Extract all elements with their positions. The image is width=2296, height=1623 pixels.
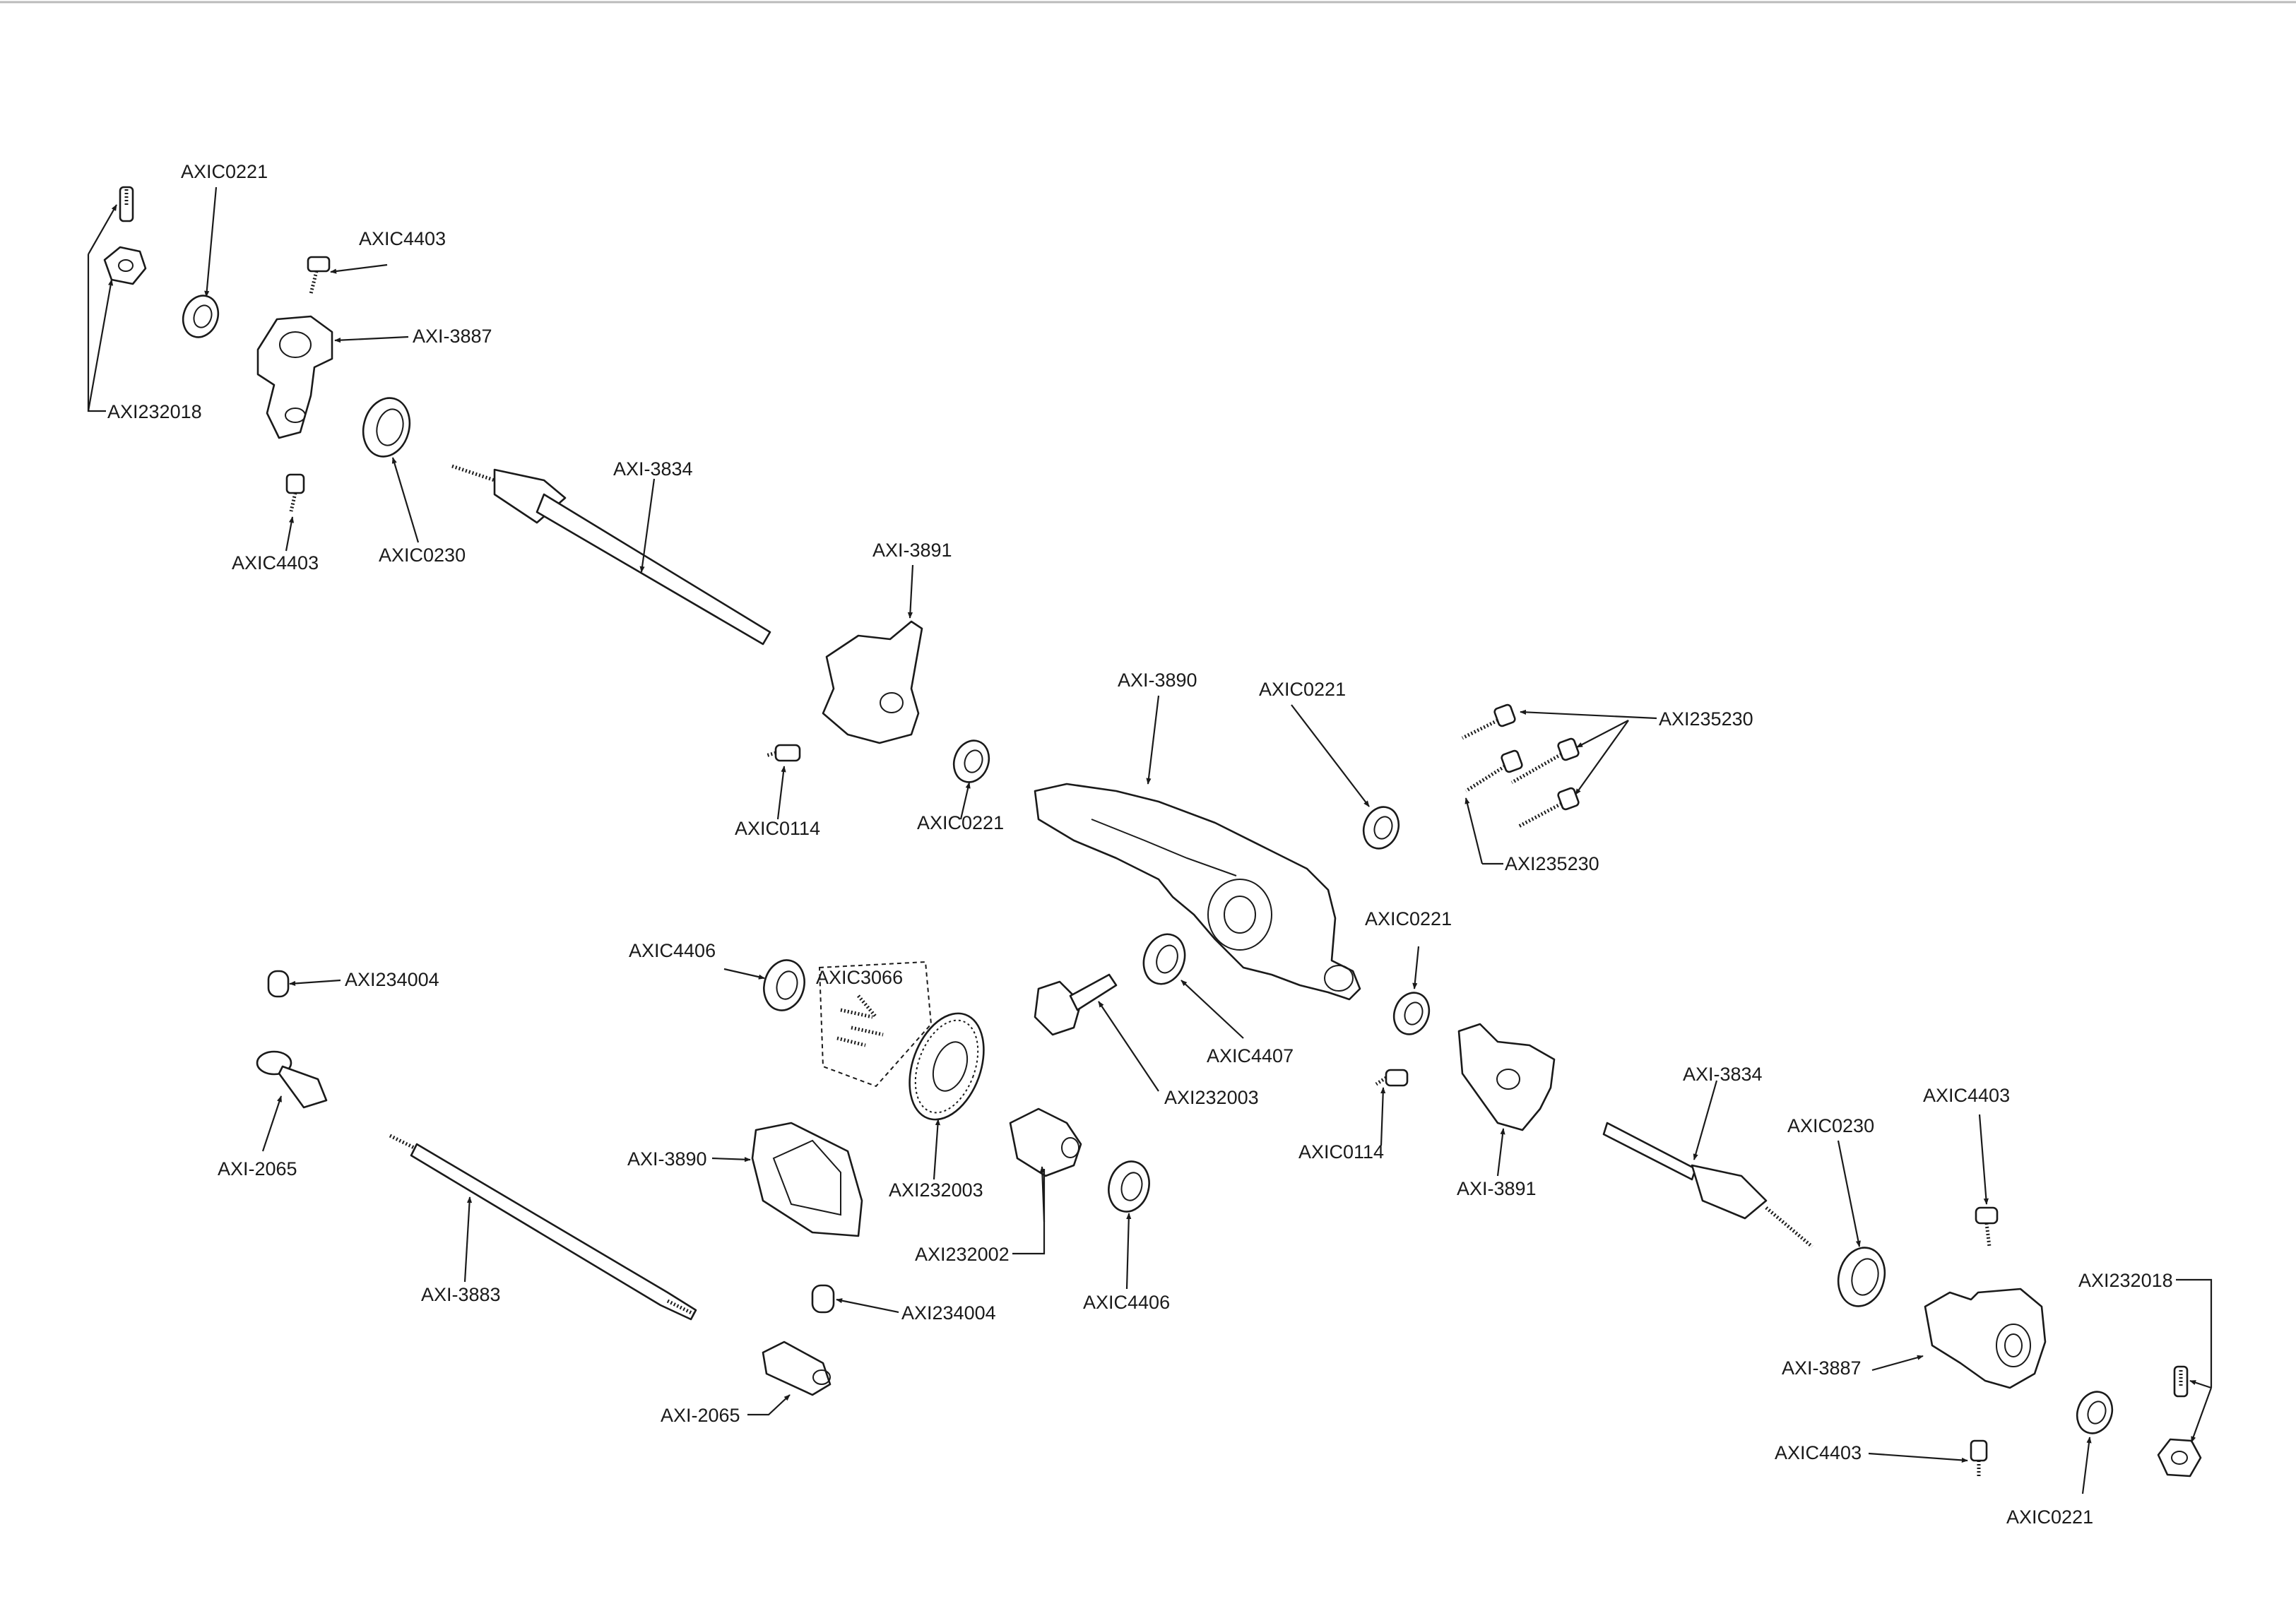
label-axic0221-tl: AXIC0221	[181, 161, 268, 182]
hex-hub-tl	[103, 246, 147, 285]
leader-lines	[87, 186, 2213, 1494]
label-axi232018-r: AXI232018	[2078, 1270, 2173, 1291]
label-axic0114-l: AXIC0114	[735, 818, 820, 839]
bearing-4406-left	[763, 959, 805, 1011]
label-axi3890-top: AXI-3890	[1118, 670, 1197, 691]
label-axic3066: AXIC3066	[816, 967, 903, 988]
axle-shaft-top	[451, 464, 771, 646]
label-axi234004-top: AXI234004	[345, 969, 439, 990]
long-bolts	[1461, 703, 1580, 828]
pinion-gear	[1034, 973, 1118, 1036]
ring-gear	[909, 1012, 985, 1121]
label-axi232002: AXI232002	[915, 1244, 1010, 1265]
label-axic4403-r1: AXIC4403	[1923, 1085, 2010, 1106]
label-axic0221-r2: AXIC0221	[1365, 908, 1452, 929]
axle-shaft-right	[1602, 1122, 1813, 1248]
label-axic4403-r2: AXIC4403	[1775, 1442, 1862, 1463]
label-axi3883: AXI-3883	[421, 1284, 501, 1305]
parts	[103, 186, 2202, 1478]
label-axi3887-r: AXI-3887	[1782, 1357, 1862, 1379]
label-axi234004-b: AXI234004	[901, 1302, 996, 1324]
bearing-mid	[952, 739, 990, 783]
tie-rod-3883	[389, 1134, 697, 1321]
screw-right	[1375, 1069, 1409, 1087]
label-axic0230-tl: AXIC0230	[379, 545, 466, 566]
bearing-right-top	[1362, 806, 1400, 850]
label-axi3891-top: AXI-3891	[872, 540, 952, 561]
label-axic0230-r: AXIC0230	[1787, 1115, 1874, 1136]
screw-mid	[765, 744, 801, 762]
rod-end-bottom	[762, 1340, 832, 1396]
label-axi3834-top: AXI-3834	[613, 458, 693, 480]
label-axi235230-b: AXI235230	[1505, 853, 1599, 874]
set-screw-br	[2173, 1365, 2189, 1398]
steering-knuckle-right	[1457, 1023, 1556, 1131]
bearing-br	[2076, 1391, 2114, 1434]
label-axic0221-br: AXIC0221	[2006, 1506, 2093, 1528]
diff-carrier	[1009, 1107, 1082, 1177]
bearing-4407	[1142, 933, 1186, 985]
label-axi2065-b: AXI-2065	[661, 1405, 740, 1426]
ball-stud-bottom	[811, 1284, 835, 1314]
bearing-4406-bottom	[1108, 1160, 1150, 1213]
label-axi3891-r: AXI-3891	[1457, 1178, 1537, 1199]
label-axi232003-gear: AXI232003	[889, 1179, 983, 1201]
bearing-right-2	[1392, 992, 1431, 1035]
diff-cover	[751, 1122, 863, 1237]
label-axi3890-cover: AXI-3890	[627, 1148, 707, 1170]
set-screw-tl	[119, 186, 134, 222]
label-axi235230-a: AXI235230	[1659, 708, 1753, 730]
hex-hub-br	[2157, 1438, 2202, 1478]
label-axic4403-t1: AXIC4403	[359, 228, 446, 249]
label-axi232018-tl: AXI232018	[107, 401, 202, 422]
axle-housing	[1034, 783, 1361, 1001]
label-axi232003-pin: AXI232003	[1164, 1087, 1259, 1108]
rod-end-top	[256, 1050, 328, 1109]
screw-right-top	[1975, 1206, 1999, 1247]
label-axic0114-r: AXIC0114	[1298, 1141, 1384, 1163]
label-axic4403-t2: AXIC4403	[232, 552, 319, 573]
screw-tl-top	[307, 256, 331, 295]
bearing-large-tl	[362, 397, 411, 458]
bearing-tl	[182, 295, 220, 338]
steering-knuckle-br	[1924, 1288, 2047, 1389]
label-axic4407: AXIC4407	[1207, 1045, 1294, 1066]
bearing-large-right	[1837, 1247, 1886, 1307]
ball-stud-top	[267, 970, 290, 998]
screw-group-3066	[818, 961, 933, 1088]
label-axi3887-tl: AXI-3887	[413, 326, 492, 347]
label-axi3834-r: AXI-3834	[1683, 1064, 1763, 1085]
steering-knuckle-tl	[256, 315, 333, 439]
label-axic4406-b: AXIC4406	[1083, 1292, 1170, 1313]
label-axic4406-l: AXIC4406	[629, 940, 716, 961]
steering-knuckle-mid	[822, 620, 923, 744]
label-axi2065-top: AXI-2065	[218, 1158, 297, 1179]
labels: AXI232018 AXIC0221 AXIC4403 AXI-3887 AXI…	[107, 161, 2173, 1528]
screw-tl-bottom	[285, 473, 305, 512]
label-axic0221-right: AXIC0221	[1259, 679, 1346, 700]
label-axic0221-mid: AXIC0221	[917, 812, 1004, 833]
screw-right-bottom	[1970, 1439, 1988, 1478]
